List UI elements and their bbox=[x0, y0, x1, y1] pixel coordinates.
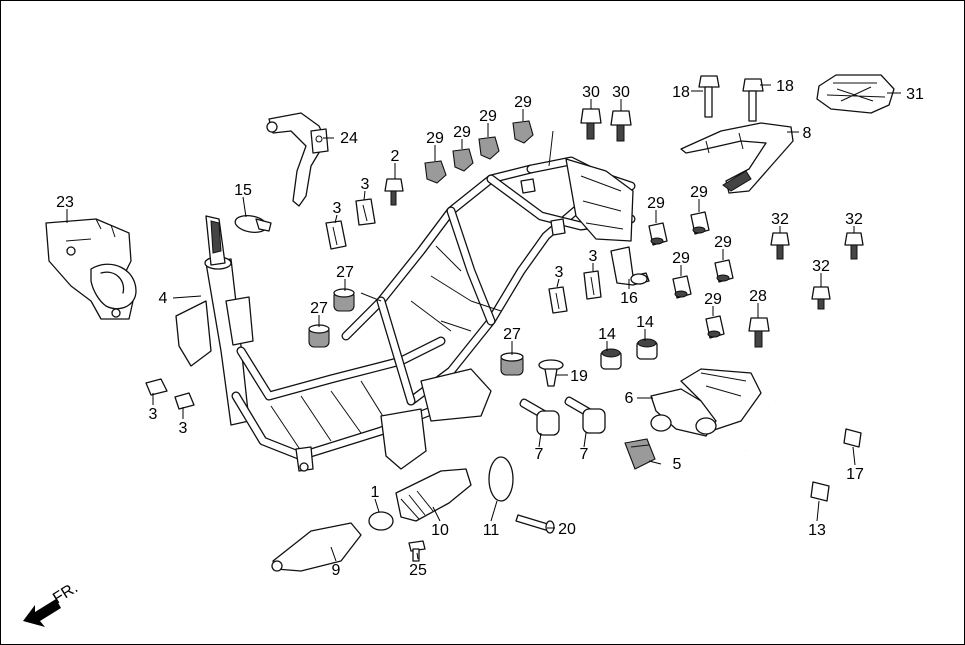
callout-32: 32 bbox=[845, 211, 863, 228]
callout-27: 27 bbox=[336, 264, 354, 281]
callout-29: 29 bbox=[672, 250, 690, 267]
callout-30: 30 bbox=[582, 84, 600, 101]
callout-numbers: 1 2 3 3 3 3 3 3 4 5 6 7 7 8 9 10 11 13 1… bbox=[56, 78, 924, 579]
part-24-hanger bbox=[266, 112, 329, 207]
bolt-32-28 bbox=[748, 232, 864, 348]
part-8-grab-rail bbox=[680, 122, 794, 194]
callout-3: 3 bbox=[361, 176, 370, 193]
callout-29: 29 bbox=[479, 108, 497, 125]
callout-5: 5 bbox=[673, 456, 682, 473]
callout-7: 7 bbox=[535, 446, 544, 463]
part-31-cover bbox=[816, 74, 895, 114]
callout-29: 29 bbox=[426, 130, 444, 147]
callout-18: 18 bbox=[776, 78, 794, 95]
callout-32: 32 bbox=[812, 258, 830, 275]
callout-11: 11 bbox=[483, 522, 500, 539]
callout-27: 27 bbox=[503, 326, 521, 343]
callout-6: 6 bbox=[625, 390, 634, 407]
callout-29: 29 bbox=[714, 234, 732, 251]
rivet-19 bbox=[538, 359, 564, 387]
front-direction-arrow: FR. bbox=[23, 579, 81, 627]
callout-29: 29 bbox=[647, 195, 665, 212]
part-23-front-bracket bbox=[45, 218, 137, 320]
callout-29: 29 bbox=[514, 94, 532, 111]
callout-18: 18 bbox=[672, 84, 690, 101]
intake-parts bbox=[271, 456, 514, 572]
bushing-7 bbox=[519, 396, 606, 436]
callout-16: 16 bbox=[620, 290, 638, 307]
collar-14 bbox=[600, 338, 658, 370]
callout-24: 24 bbox=[340, 130, 358, 147]
nut-29-upper bbox=[424, 120, 534, 184]
nut-29-right bbox=[648, 211, 734, 339]
callout-28: 28 bbox=[749, 288, 767, 305]
callout-25: 25 bbox=[409, 562, 427, 579]
callout-19: 19 bbox=[570, 368, 588, 385]
callout-7: 7 bbox=[580, 446, 589, 463]
bolt-30 bbox=[580, 108, 632, 142]
damper-5 bbox=[624, 438, 656, 470]
callout-23: 23 bbox=[56, 194, 74, 211]
callout-2: 2 bbox=[391, 148, 400, 165]
part-6-engine-hanger bbox=[650, 368, 762, 437]
callout-32: 32 bbox=[771, 211, 789, 228]
clip-3-group bbox=[145, 198, 602, 410]
callout-3: 3 bbox=[149, 406, 158, 423]
callout-27: 27 bbox=[310, 300, 328, 317]
callout-3: 3 bbox=[555, 264, 564, 281]
callout-31: 31 bbox=[906, 86, 924, 103]
callout-3: 3 bbox=[589, 248, 598, 265]
callout-30: 30 bbox=[612, 84, 630, 101]
callout-3: 3 bbox=[333, 200, 342, 217]
long-bolt-17-13 bbox=[745, 399, 862, 502]
bolt-2 bbox=[384, 178, 404, 206]
callout-29: 29 bbox=[690, 184, 708, 201]
callout-8: 8 bbox=[803, 125, 812, 142]
leader-lines bbox=[66, 84, 901, 562]
callout-13: 13 bbox=[808, 522, 826, 539]
part-16-plate bbox=[610, 246, 650, 286]
callout-17: 17 bbox=[846, 466, 864, 483]
callout-3: 3 bbox=[179, 420, 188, 437]
main-frame bbox=[175, 130, 636, 472]
part-15-clamp bbox=[234, 214, 272, 234]
callout-20: 20 bbox=[558, 521, 576, 538]
callout-15: 15 bbox=[234, 182, 252, 199]
callout-4: 4 bbox=[159, 290, 168, 307]
callout-29: 29 bbox=[453, 124, 471, 141]
bolt-18 bbox=[698, 75, 764, 122]
callout-1: 1 bbox=[371, 484, 380, 501]
callout-14: 14 bbox=[598, 326, 616, 343]
callout-29: 29 bbox=[704, 291, 722, 308]
callout-9: 9 bbox=[332, 562, 341, 579]
screws-20-25 bbox=[408, 514, 555, 562]
rubber-mount-27 bbox=[308, 288, 524, 376]
callout-14: 14 bbox=[636, 314, 654, 331]
callout-10: 10 bbox=[431, 522, 449, 539]
